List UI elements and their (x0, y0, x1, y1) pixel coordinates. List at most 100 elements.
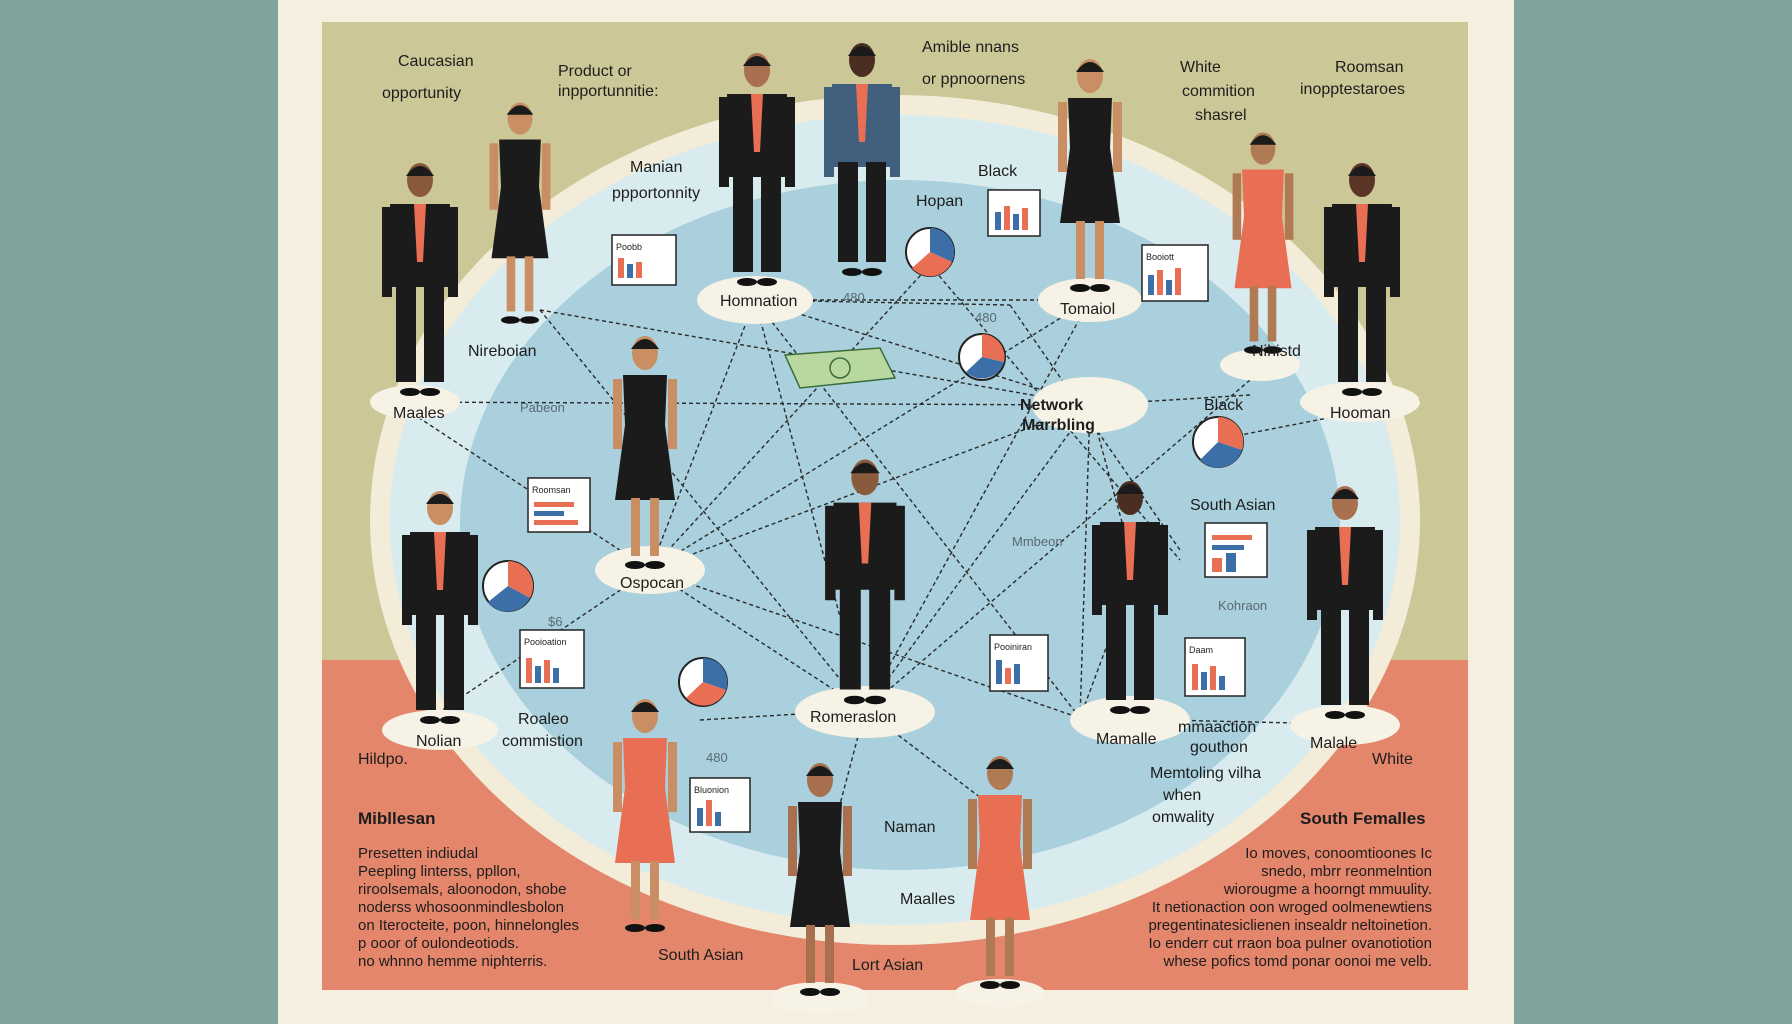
chart-tile-1: Poobb (611, 234, 677, 286)
person-figure (1307, 486, 1383, 719)
chart-tile-4-title: Pooioation (524, 637, 567, 647)
label-memtoling-line3: omwality (1152, 809, 1214, 826)
label-kohraon: Kohraon (1218, 598, 1267, 613)
person-figure (788, 763, 852, 996)
label-manian-line1: Manian (630, 159, 682, 176)
diagram-labels: Caucasian opportunity Product or inpport… (358, 39, 1413, 974)
label-mmbeon: Mmbeon (1012, 534, 1063, 549)
label-manian-line2: ppportonnity (612, 185, 700, 202)
label-num-2: 480 (975, 310, 997, 325)
label-num-3: 480 (706, 750, 728, 765)
label-roaleo-line2: commistion (502, 733, 583, 750)
label-hildopo: Hildpo. (358, 751, 408, 768)
label-pabeon: Pabeon (520, 400, 565, 415)
chart-tile-7-title: Bluonion (694, 785, 729, 795)
left-block-line: on Iterocteite, poon, hinnelongles (358, 917, 579, 934)
label-amible-line1: Amible nnans (922, 39, 1019, 56)
left-block-line: noderss whosoonmindlesbolon (358, 899, 564, 916)
chart-tile-6-title: Daam (1189, 645, 1213, 655)
chart-tile-4: Pooioation (519, 629, 585, 689)
person-figure (719, 53, 795, 286)
label-roaleo-line1: Roaleo (518, 711, 569, 728)
label-amible-line2: or ppnoornens (922, 71, 1025, 88)
label-num-1: 480 (843, 290, 865, 305)
label-south-asian-right: South Asian (1190, 497, 1275, 514)
pie-icon-3 (1192, 416, 1244, 468)
left-block-heading: Mibllesan (358, 809, 435, 828)
person-figure (1324, 163, 1400, 396)
right-block-line: whese pofics tomd ponar oonoi me velb. (1163, 953, 1432, 970)
person-figure (613, 699, 677, 932)
chart-tile-8 (987, 189, 1041, 237)
right-block-line: Io moves, conoomtioones Ic (1245, 845, 1432, 862)
label-males-left: Maales (393, 405, 445, 422)
person-figure (489, 102, 551, 324)
label-males-bottom: Maalles (900, 891, 955, 908)
label-white-line3: shasrel (1195, 107, 1247, 124)
label-nolian: Nolian (416, 733, 461, 750)
label-opspocan: Ospocan (620, 575, 684, 592)
label-white-line2: commition (1182, 83, 1255, 100)
person-figure (402, 491, 478, 724)
label-homnation: Homnation (720, 293, 797, 310)
label-caucasian-line1: Caucasian (398, 53, 474, 70)
label-roomsan-line2: inopptestaroes (1300, 81, 1405, 98)
label-roomsan-line1: Roomsan (1335, 59, 1403, 76)
pie-icon-2 (958, 333, 1006, 381)
people-figures (382, 43, 1400, 996)
chart-tile-2-title: Booiott (1146, 252, 1175, 262)
left-block-line: p ooor of oulondeotiods. (358, 935, 519, 952)
label-nireboian: Nireboian (468, 343, 536, 360)
left-block-line: Presetten indiudal (358, 845, 478, 862)
money-icon (783, 347, 897, 389)
label-memtoling-line1: Memtoling vilha (1150, 765, 1261, 782)
label-tomaiol: Tomaiol (1060, 301, 1115, 318)
right-block-heading: South Femalles (1300, 809, 1426, 828)
label-black-right: Black (1204, 397, 1244, 414)
chart-tile-5-title: Pooiniran (994, 642, 1032, 652)
right-block-line: snedo, mbrr reonmelntion (1261, 863, 1432, 880)
pie-icon-1 (905, 227, 955, 277)
pie-icon-5 (678, 657, 728, 707)
label-num-4: $6 (548, 614, 562, 629)
chart-tile-5: Pooiniran (989, 634, 1049, 692)
chart-tile-6: Daam (1184, 637, 1246, 697)
left-block-line: Peepling linterss, ppllon, (358, 863, 521, 880)
person-figure (1092, 481, 1168, 714)
label-mamalle: Mamalle (1096, 731, 1157, 748)
right-block-line: It netionaction oon wroged oolmenewtiens (1152, 899, 1432, 916)
person-figure (968, 756, 1032, 989)
right-text-block: South Femalles Io moves, conoomtioones I… (1148, 809, 1432, 970)
pie-icons (482, 227, 1244, 707)
label-network-line1: Network (1020, 397, 1083, 414)
right-block-line: wiorougme a hoorngt mmuulity. (1223, 881, 1432, 898)
right-block-line: pregentinatesiclienen insealdr neltoinet… (1148, 917, 1432, 934)
label-naman: Naman (884, 819, 936, 836)
label-south-asian-bottom: South Asian (658, 947, 743, 964)
network-connections (394, 264, 1421, 881)
label-nihistd: Nihistd (1252, 343, 1301, 360)
person-figure (1232, 132, 1294, 354)
person-figure (613, 336, 677, 569)
label-white-bottom: White (1372, 751, 1413, 768)
left-block-line: no whnno hemme niphterris. (358, 953, 547, 970)
chart-tile-3-title: Roomsan (532, 485, 571, 495)
label-black-top: Black (978, 163, 1018, 180)
label-malale: Malale (1310, 735, 1357, 752)
chart-tiles: Poobb Booiott Roomsan Pooioation (519, 189, 1268, 833)
person-figure (824, 43, 900, 276)
label-lort-asian: Lort Asian (852, 957, 923, 974)
person-figure (825, 459, 905, 705)
label-caucasian-line2: opportunity (382, 85, 461, 102)
label-product-line1: Product or (558, 63, 632, 80)
chart-tile-1-title: Poobb (616, 242, 642, 252)
label-memtoling-line2: when (1162, 787, 1201, 804)
label-product-line2: inpportunnitie: (558, 83, 659, 100)
label-white-line1: White (1180, 59, 1221, 76)
label-romerasion: Romeraslon (810, 709, 896, 726)
chart-tile-2: Booiott (1141, 244, 1209, 302)
person-figure (382, 163, 458, 396)
